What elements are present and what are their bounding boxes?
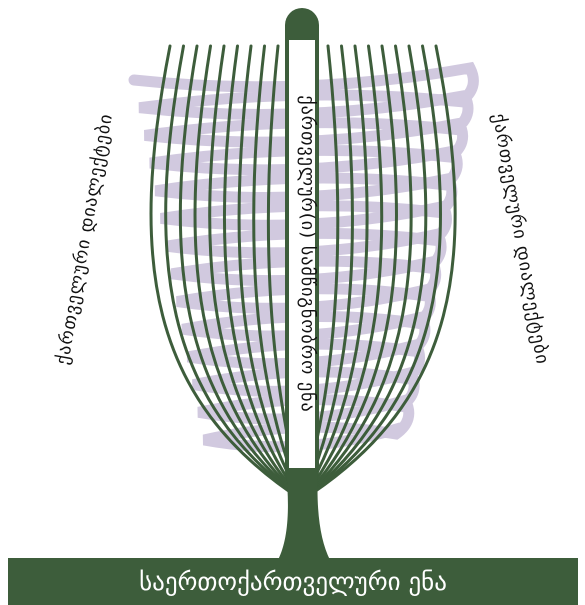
right-dialects-label: ქართველური დიალექტები [488,112,553,366]
base-language-label: საერთოქართველური ენა [139,567,447,596]
literary-language-label: ქართველურ(ი) სამწიგნობრო ენა [297,95,318,412]
left-dialects-label: ქართველური დიალექტები [52,112,117,366]
